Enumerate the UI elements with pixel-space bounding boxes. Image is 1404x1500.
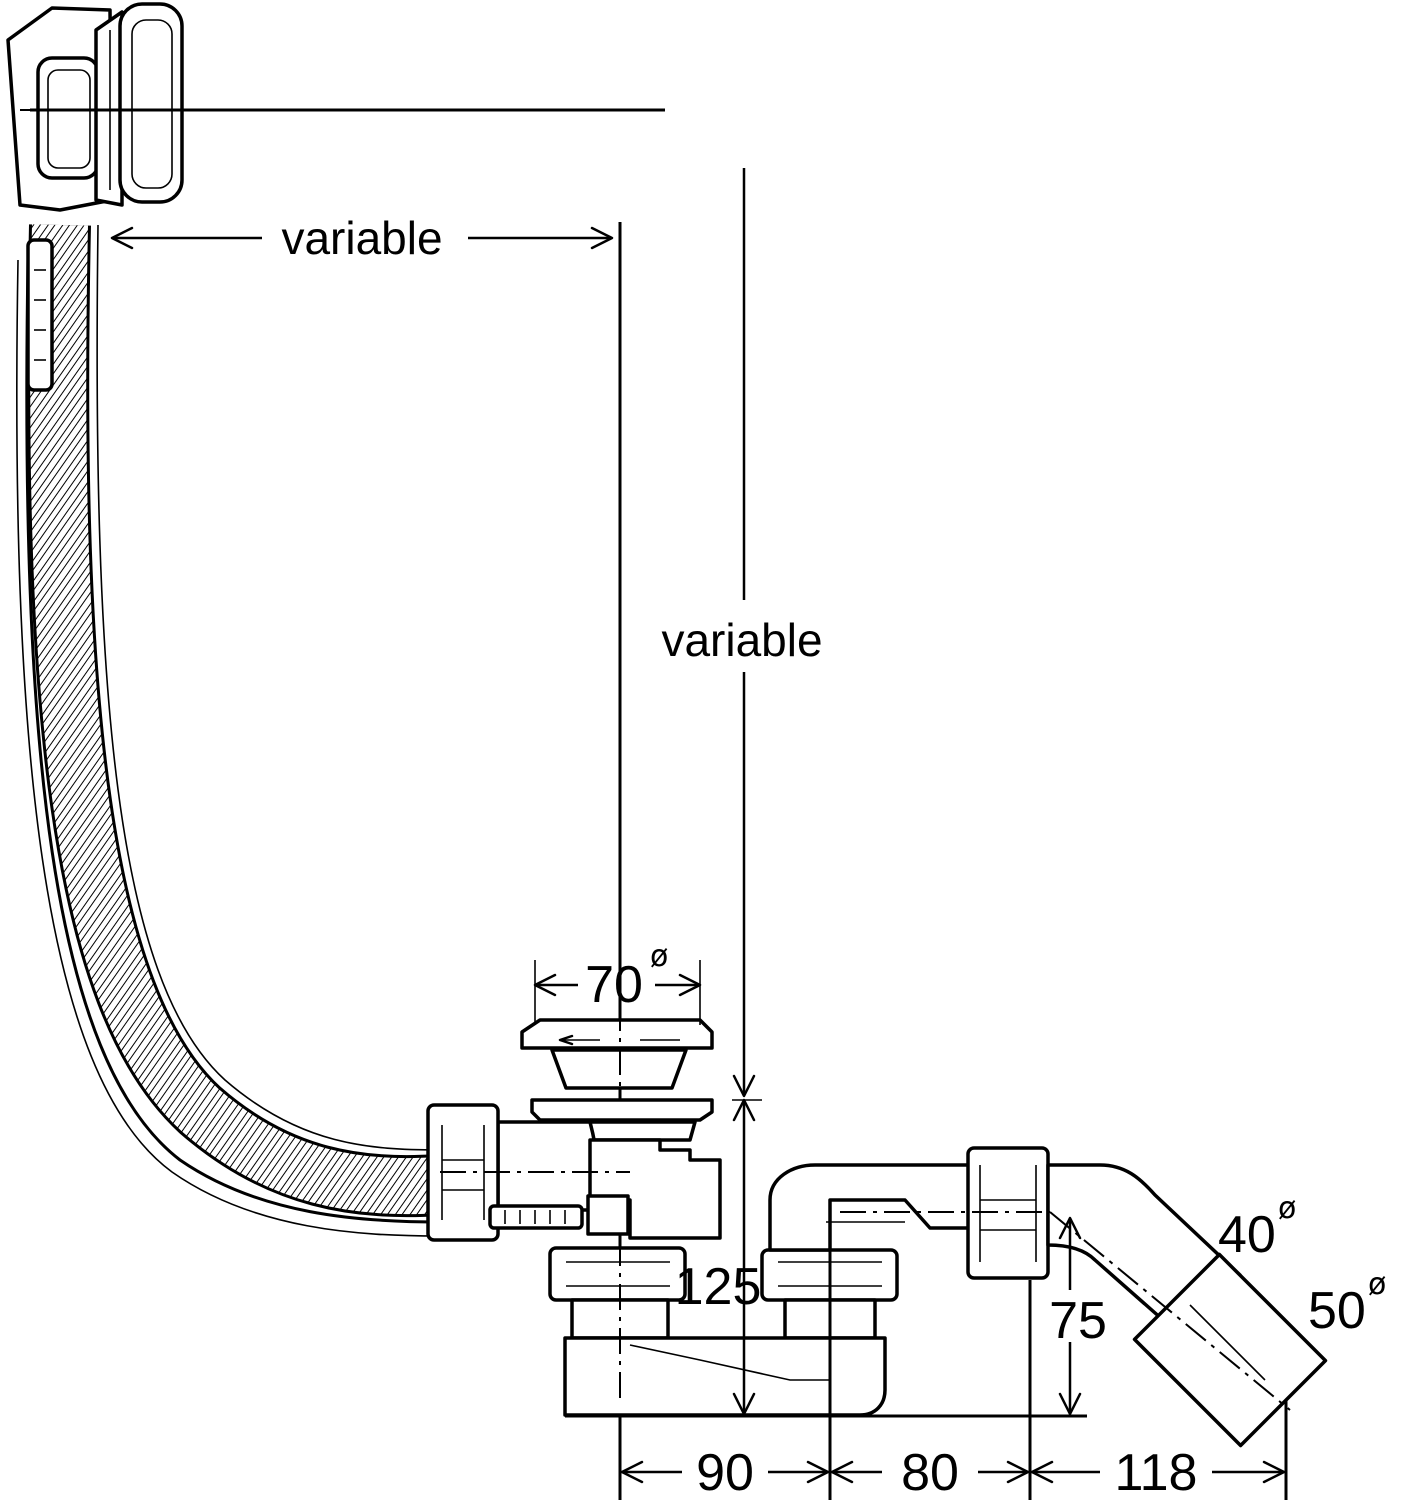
horizontal-variable-label: variable [281,212,442,264]
dimension-waste-diameter: 70 ø [533,939,702,1025]
dimension-118: 118 [1030,1444,1286,1500]
dimension-90: 90 [620,1444,830,1500]
waste-body [426,1098,722,1242]
vertical-variable-label: variable [661,614,822,666]
pipe-diameter-50-symbol: ø [1368,1267,1386,1302]
pipe-diameter-40-symbol: ø [1278,1191,1296,1226]
dimension-125: 125 [675,1098,762,1416]
height-125-label: 125 [675,1258,762,1316]
dimension-vertical-variable: variable [661,168,823,1098]
offset-90-label: 90 [696,1444,754,1500]
height-75-label: 75 [1049,1292,1107,1350]
dimension-horizontal-variable: variable [110,212,614,264]
trap-assembly [548,1146,1328,1448]
offset-80-label: 80 [901,1444,959,1500]
pipe-diameter-40-label: 40 [1218,1206,1276,1264]
dimension-80: 80 [830,1444,1030,1500]
waste-plug [520,1005,714,1100]
dimension-75: 75 [1040,1216,1108,1416]
flexible-overflow-hose [16,224,442,1237]
waste-diameter-symbol: ø [650,939,668,974]
pipe-diameter-50-label: 50 [1308,1282,1366,1340]
waste-diameter-label: 70 [585,956,643,1014]
overflow-head [6,2,184,212]
offset-118-label: 118 [1115,1444,1198,1500]
